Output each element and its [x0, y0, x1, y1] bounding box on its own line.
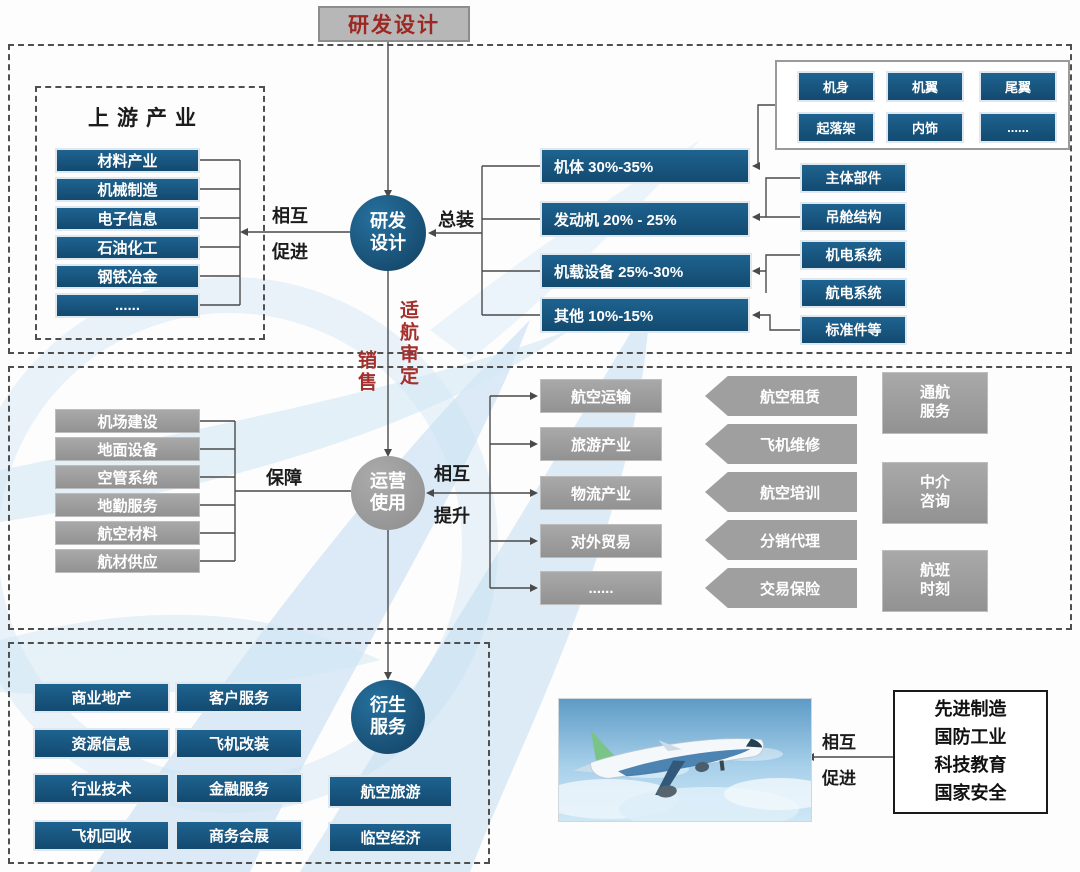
mutual-promote-left-line2: 促进 — [272, 242, 308, 262]
component-box: 吊舱结构 — [800, 202, 907, 232]
component-box: 标准件等 — [800, 315, 907, 345]
derivative-box: 资源信息 — [33, 728, 170, 759]
upstream-title: 上游产业 — [88, 107, 204, 130]
derivative-box: 飞机改装 — [175, 728, 303, 759]
support-item: 空管系统 — [55, 465, 200, 489]
side-box: 航班 时刻 — [882, 550, 988, 612]
side-box-line2: 咨询 — [919, 493, 950, 510]
support-item: 机场建设 — [55, 409, 200, 433]
derivative-box: 临空经济 — [328, 822, 453, 853]
part-box: 尾翼 — [979, 71, 1057, 102]
part-box: 机翼 — [886, 71, 964, 102]
service-arrow: 交易保险 — [705, 568, 857, 608]
support-item: 航材供应 — [55, 549, 200, 573]
service-arrow: 航空培训 — [705, 472, 857, 512]
derivative-box: 商业地产 — [33, 682, 170, 713]
industry-box: 航空运输 — [540, 379, 662, 413]
part-box: ...... — [979, 112, 1057, 143]
upstream-item: ...... — [55, 293, 200, 318]
cost-box: 机体 30%-35% — [540, 148, 750, 184]
side-box-line1: 航班 — [919, 562, 950, 580]
industry-box: 对外贸易 — [540, 524, 662, 558]
part-box: 起落架 — [797, 112, 875, 143]
hub-derivative-services: 衍生 服务 — [351, 680, 425, 754]
hub-op-line1: 运营 — [370, 471, 406, 492]
hub-rd-line2: 设计 — [370, 233, 406, 253]
hub-op-line2: 使用 — [370, 493, 406, 513]
upstream-item: 电子信息 — [55, 206, 200, 231]
industry-box: 物流产业 — [540, 476, 662, 510]
derivative-box: 行业技术 — [33, 773, 170, 804]
cost-box: 其他 10%-15% — [540, 297, 750, 333]
support-item: 航空材料 — [55, 521, 200, 545]
component-box: 机电系统 — [800, 240, 907, 270]
impact-line: 国防工业 — [934, 727, 1007, 748]
industry-box: ...... — [540, 571, 662, 605]
mutual-promote-left-line1: 相互 — [272, 206, 308, 226]
aircraft-photo — [539, 698, 834, 831]
side-box-line1: 中介 — [919, 474, 950, 492]
side-box-line2: 服务 — [919, 403, 950, 420]
hub-rd-line1: 研发 — [370, 211, 406, 232]
side-box: 中介 咨询 — [882, 462, 988, 524]
derivative-box: 客户服务 — [175, 682, 303, 713]
assembly-label: 总装 — [438, 210, 474, 230]
impact-line: 科技教育 — [934, 755, 1007, 775]
service-arrow: 分销代理 — [705, 520, 857, 560]
side-box-line2: 时刻 — [919, 581, 950, 598]
support-item: 地勤服务 — [55, 493, 200, 517]
hub-deriv-line1: 衍生 — [370, 695, 406, 716]
impact-line: 国家安全 — [934, 782, 1007, 803]
industry-box: 旅游产业 — [540, 427, 662, 461]
upstream-item: 石油化工 — [55, 235, 200, 260]
cost-box: 发动机 20% - 25% — [540, 201, 750, 237]
derivative-box: 航空旅游 — [328, 775, 453, 808]
upstream-item: 钢铁冶金 — [55, 264, 200, 289]
hub-deriv-line2: 服务 — [370, 717, 406, 737]
service-arrow: 飞机维修 — [705, 424, 857, 464]
component-box: 航电系统 — [800, 278, 907, 308]
sales-vertical-label: 销售 — [355, 350, 376, 394]
mutual-improve-line1: 相互 — [434, 464, 470, 484]
airworthiness-vertical-label: 适航审定 — [397, 300, 418, 388]
support-label: 保障 — [266, 468, 302, 488]
impact-box: 先进制造 国防工业 科技教育 国家安全 — [893, 690, 1048, 814]
component-box: 主体部件 — [800, 163, 907, 193]
mutual-improve-line2: 提升 — [434, 506, 470, 526]
cost-box: 机载设备 25%-30% — [540, 253, 752, 289]
diagram-title: 研发设计 — [318, 6, 470, 42]
support-item: 地面设备 — [55, 437, 200, 461]
hub-operation-use: 运营 使用 — [351, 456, 425, 530]
service-arrow: 航空租赁 — [705, 376, 857, 416]
impact-line: 先进制造 — [934, 699, 1007, 720]
part-box: 机身 — [797, 71, 875, 102]
hub-rd-design: 研发 设计 — [350, 195, 426, 271]
mutual-promote-bottom-line1: 相互 — [822, 733, 856, 752]
upstream-item: 材料产业 — [55, 148, 200, 173]
side-box-line1: 通航 — [919, 384, 950, 402]
mutual-promote-bottom-line2: 促进 — [822, 769, 856, 788]
derivative-box: 飞机回收 — [33, 820, 170, 851]
part-box: 内饰 — [886, 112, 964, 143]
derivative-box: 金融服务 — [175, 773, 303, 804]
upstream-item: 机械制造 — [55, 177, 200, 202]
derivative-box: 商务会展 — [175, 820, 303, 851]
side-box: 通航 服务 — [882, 372, 988, 434]
